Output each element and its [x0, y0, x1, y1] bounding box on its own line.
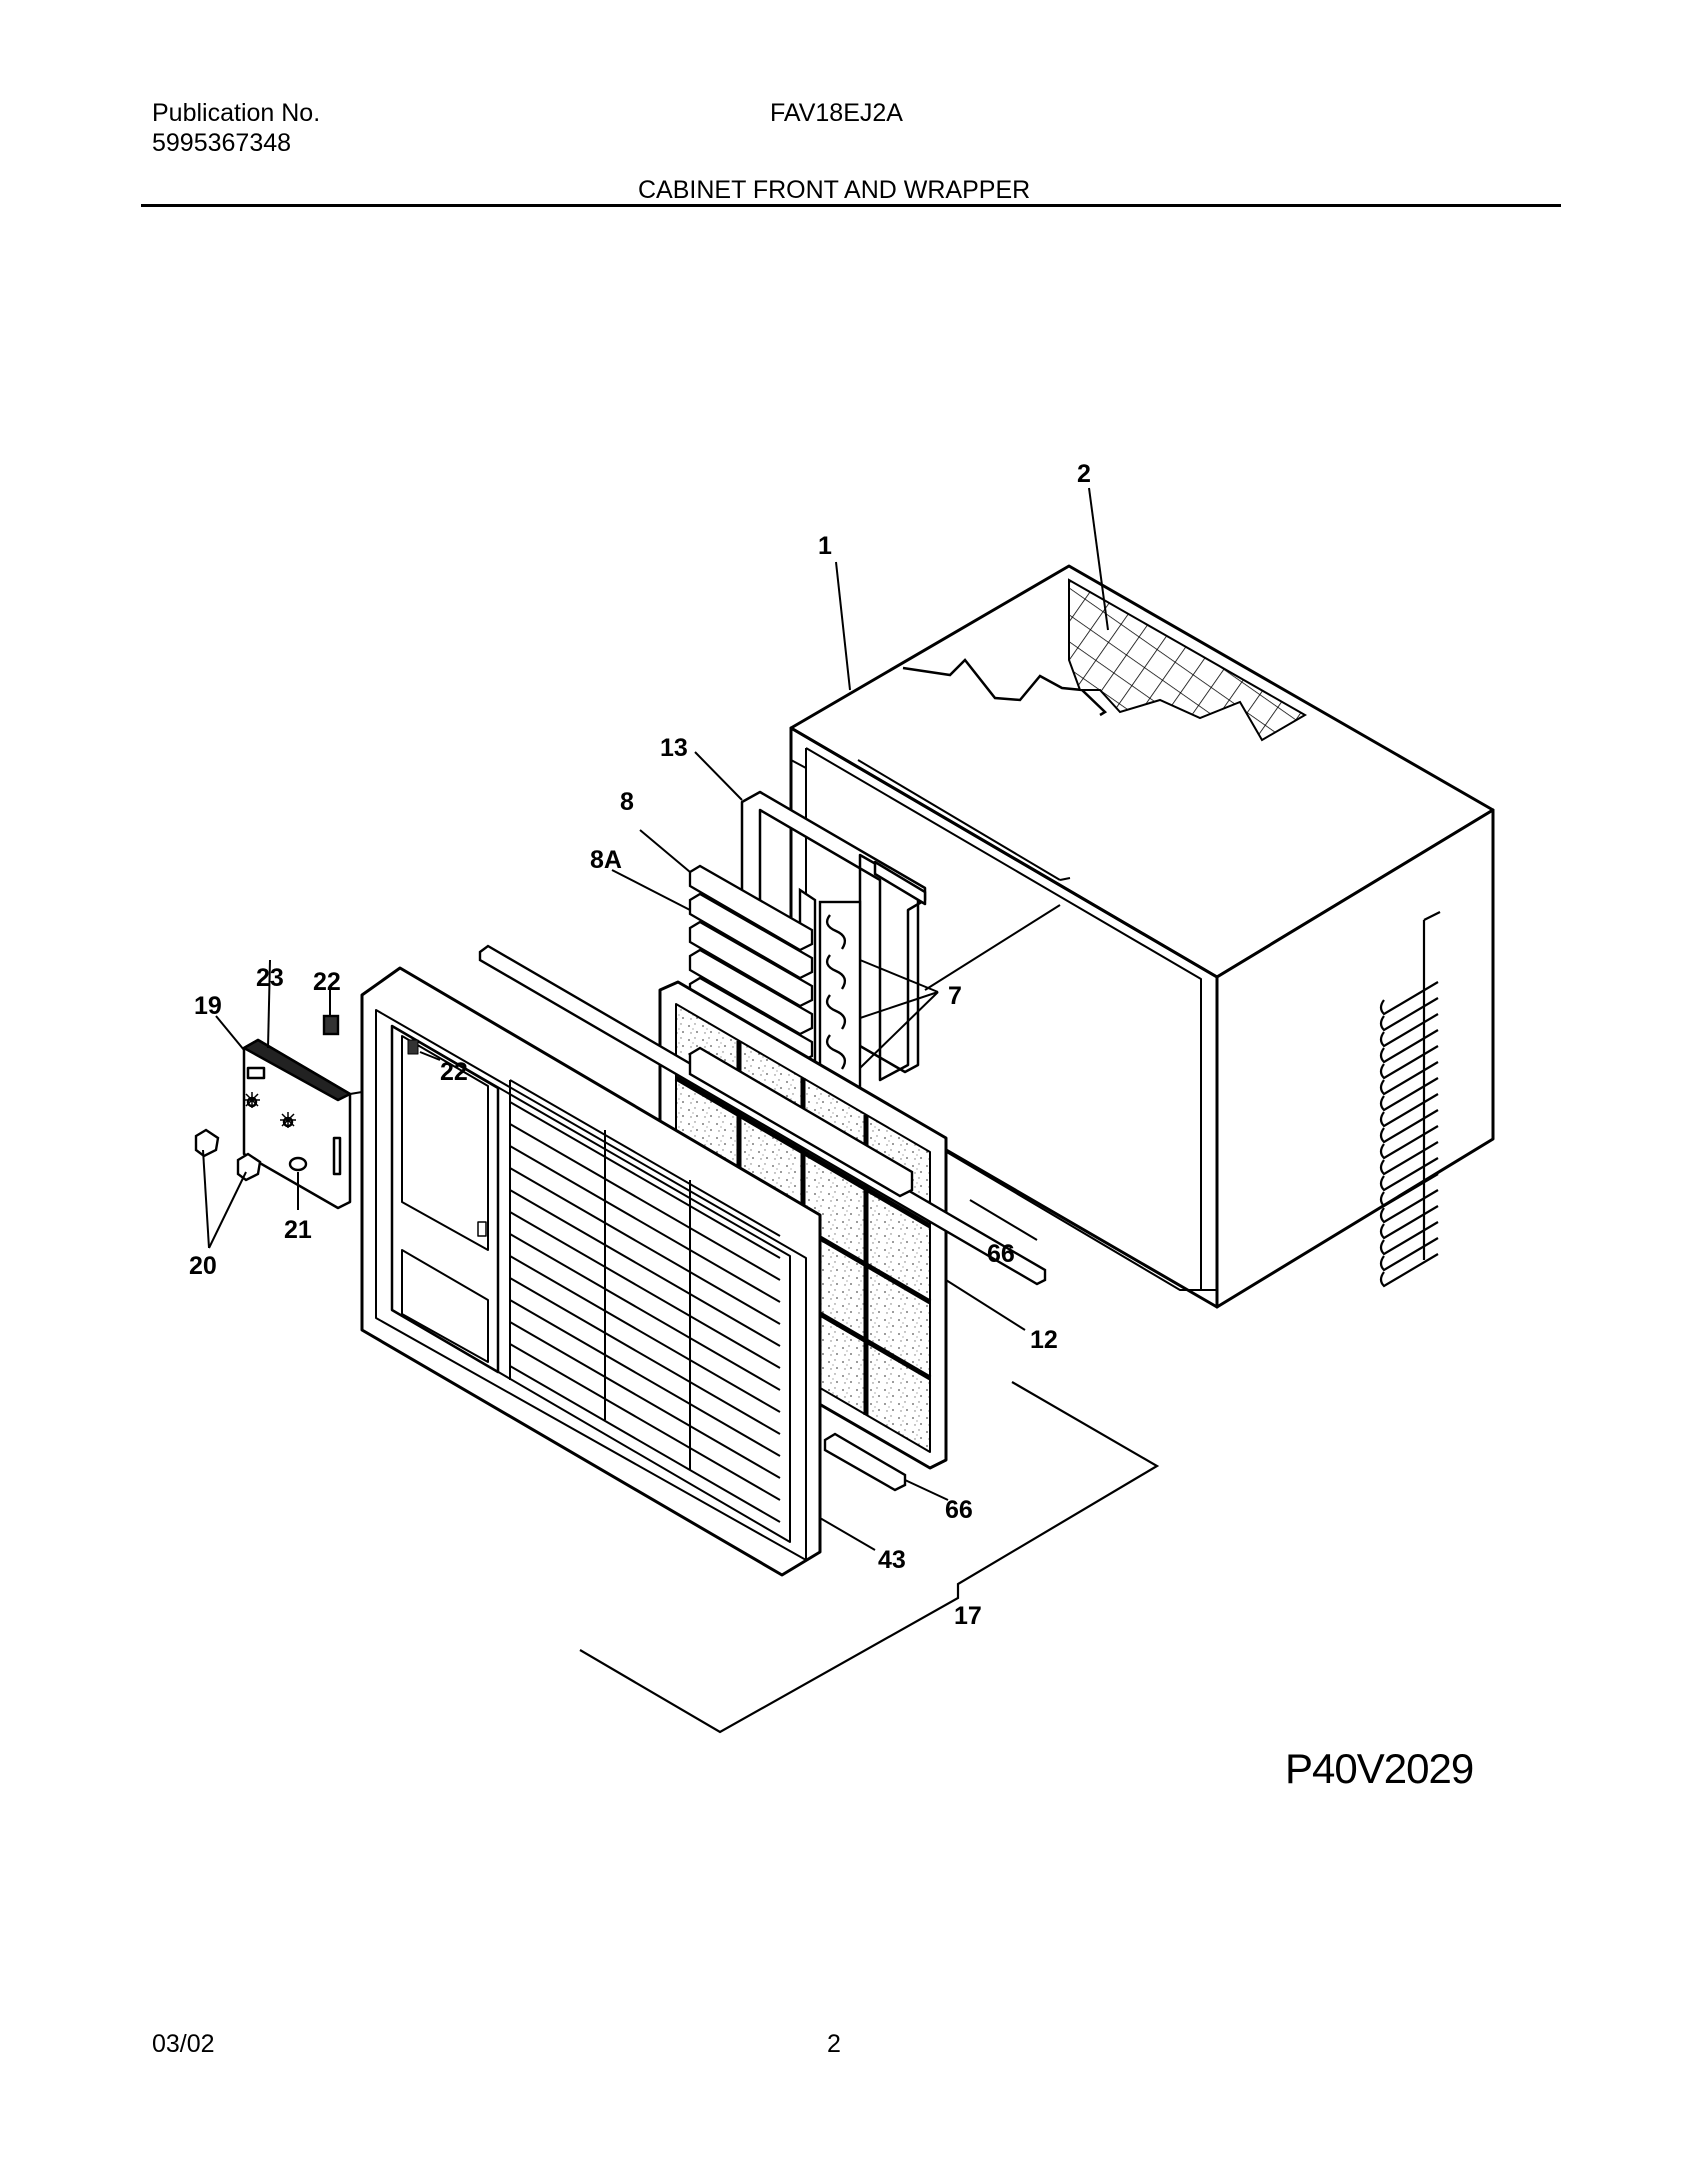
callout-20: 20 [189, 1252, 217, 1280]
front-grille [360, 966, 822, 1577]
callout-22-upper: 22 [313, 968, 341, 996]
callout-66-lower: 66 [945, 1496, 973, 1524]
callout-8: 8 [620, 788, 634, 816]
footer-page-number: 2 [827, 2030, 841, 2058]
callout-1: 1 [818, 532, 832, 560]
section-title: CABINET FRONT AND WRAPPER [638, 176, 1031, 204]
callout-19: 19 [194, 992, 222, 1020]
publication-label: Publication No. [152, 99, 321, 127]
callout-13: 13 [660, 734, 688, 762]
wrapper-torn-edge [902, 658, 1108, 717]
figure-code: P40V2029 [1285, 1745, 1474, 1792]
leader-lines [202, 487, 1109, 1551]
callout-21: 21 [284, 1216, 312, 1244]
callout-17: 17 [954, 1602, 982, 1630]
callout-labels: 1 2 13 8 8A 7 23 22 19 22 21 20 66 12 66… [189, 460, 1091, 1630]
side-louvers [1379, 911, 1441, 1288]
model-number: FAV18EJ2A [770, 99, 903, 127]
header-rule [141, 204, 1561, 207]
filter-rail-upper [478, 944, 1047, 1286]
footer-date: 03/02 [152, 2030, 215, 2058]
callout-23: 23 [256, 964, 284, 992]
callout-12: 12 [1030, 1326, 1058, 1354]
grille-vents [509, 1079, 781, 1523]
control-panel [242, 1038, 363, 1210]
callout-22-lower: 22 [440, 1058, 468, 1086]
callout-2: 2 [1077, 460, 1091, 488]
callout-7: 7 [948, 982, 962, 1010]
control-knobs [194, 1014, 340, 1182]
assembly-bracket [579, 1381, 1160, 1734]
callout-8a: 8A [590, 846, 622, 874]
callout-66-upper: 66 [987, 1240, 1015, 1268]
insulation-mesh [1068, 578, 1308, 742]
filter-rail-lower [823, 1432, 907, 1492]
publication-number: 5995367348 [152, 129, 292, 157]
callout-43: 43 [878, 1546, 906, 1574]
